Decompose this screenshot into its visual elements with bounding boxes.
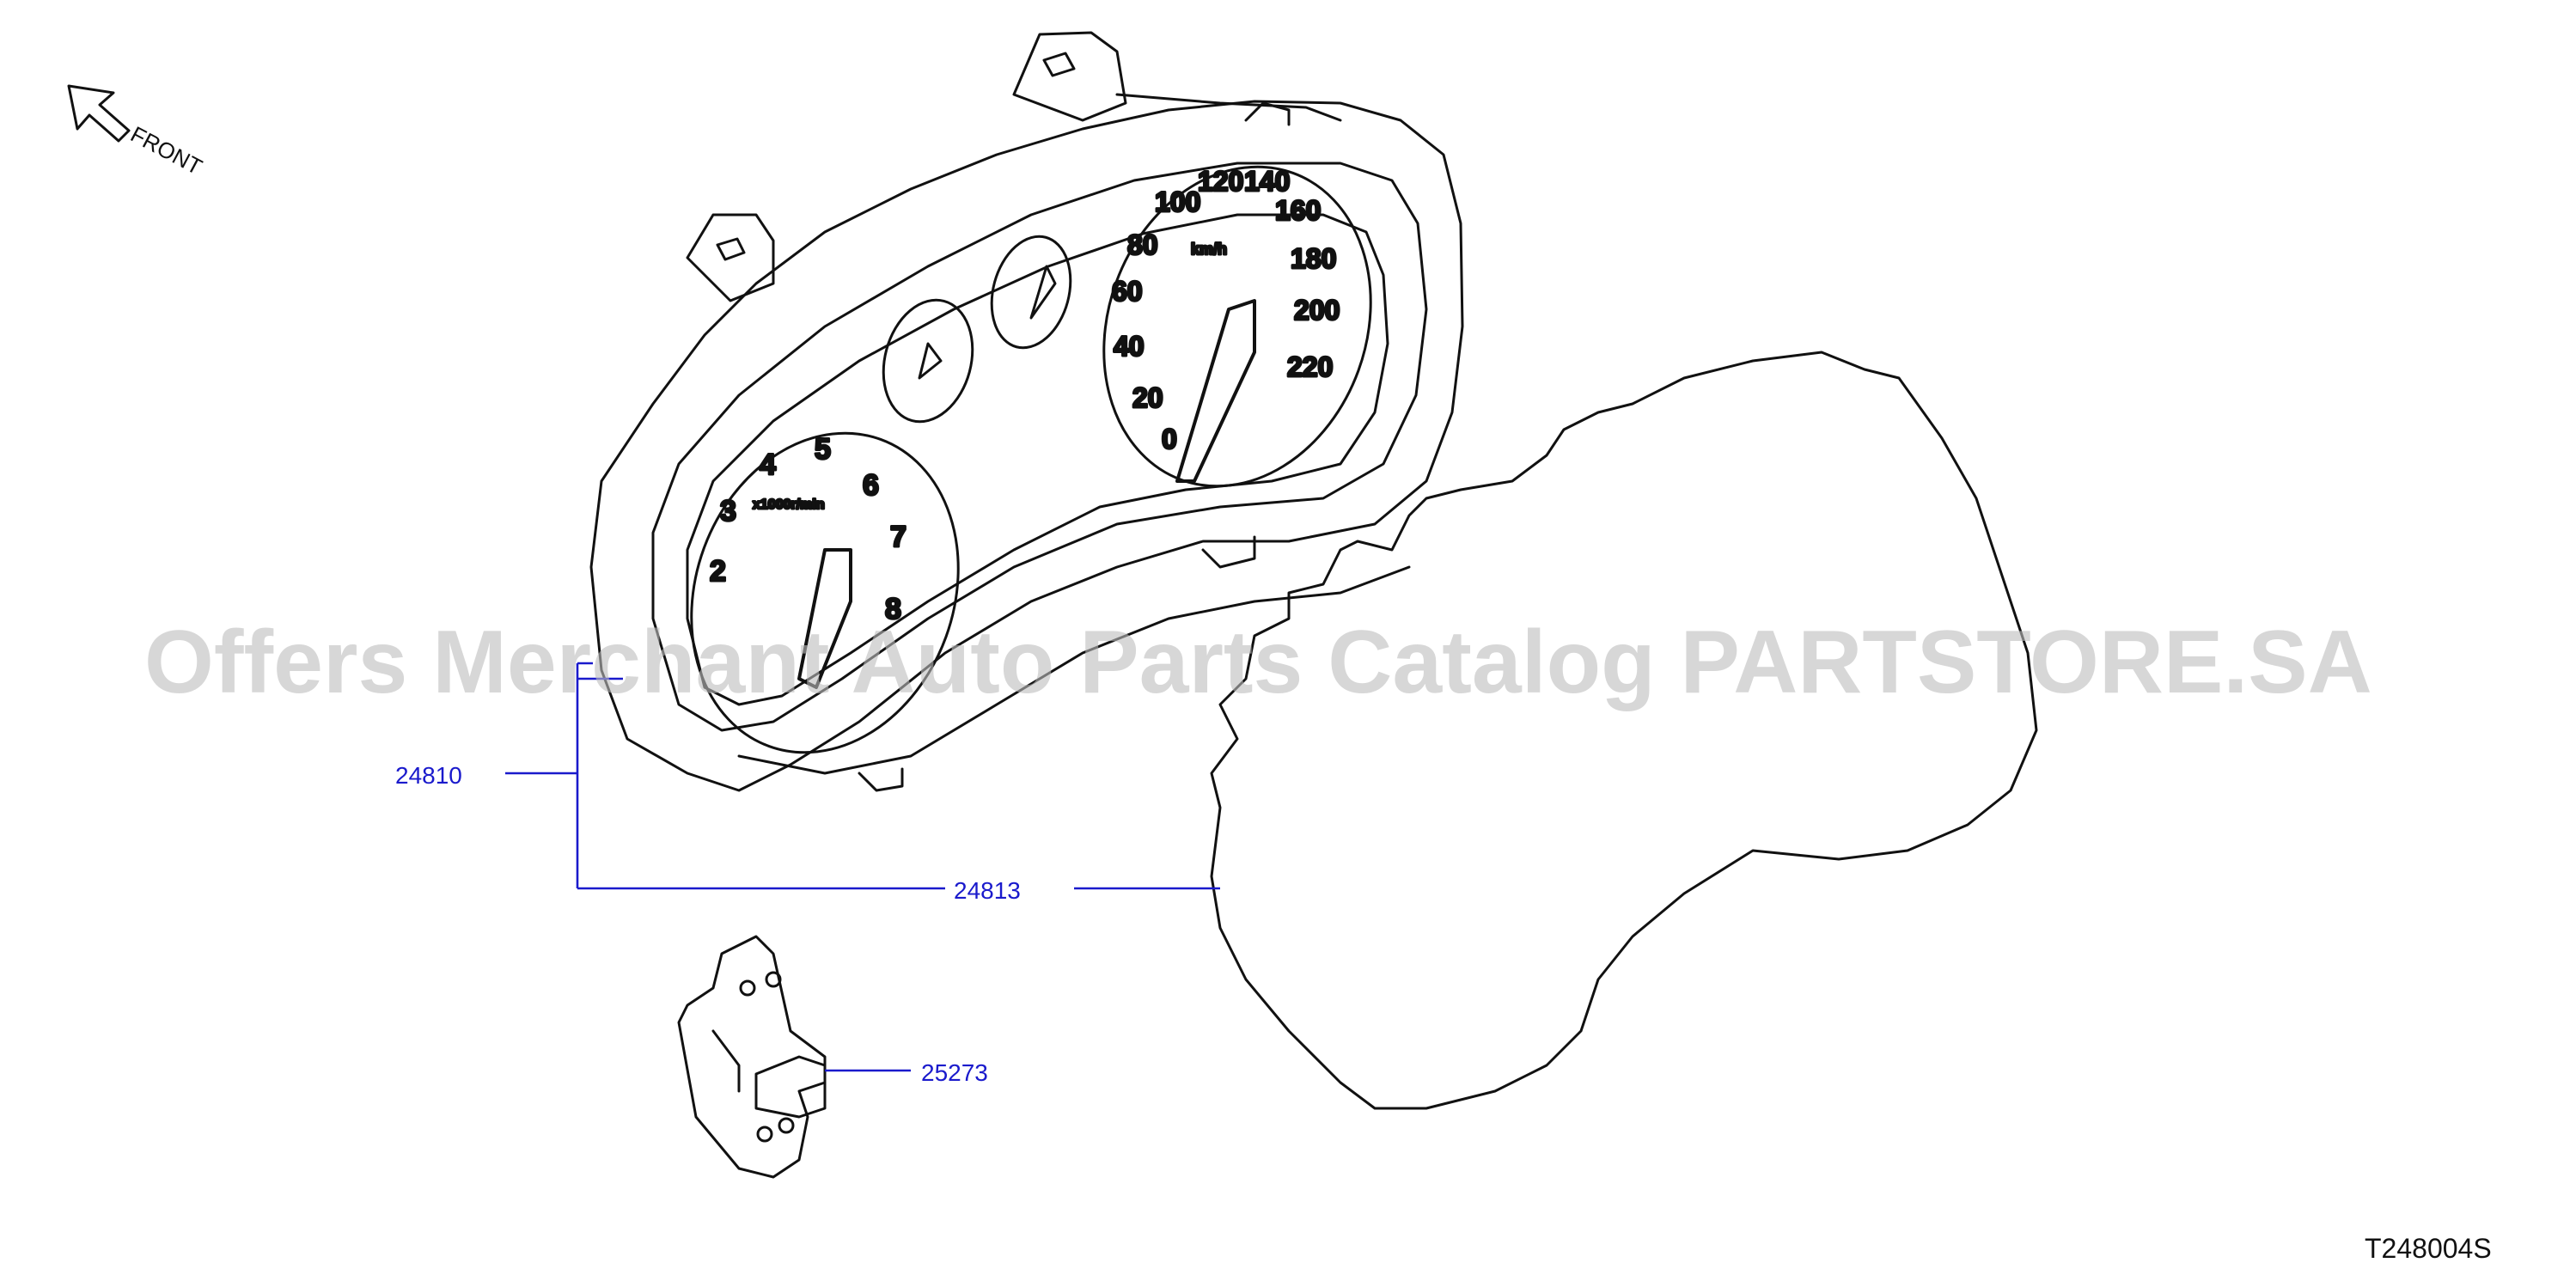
tach-label-6: 6	[863, 469, 879, 502]
speed-label-120: 120	[1198, 166, 1243, 197]
speed-label-40: 40	[1114, 331, 1145, 362]
front-orientation: FRONT	[67, 84, 206, 180]
speed-label-80: 80	[1127, 229, 1158, 260]
tach-label-5: 5	[815, 433, 831, 466]
speed-label-200: 200	[1294, 295, 1340, 326]
front-label: FRONT	[126, 121, 206, 180]
tach-label-7: 7	[890, 521, 906, 553]
speed-label-180: 180	[1291, 243, 1336, 274]
leader-lines	[505, 662, 1220, 1072]
speed-label-0: 0	[1162, 424, 1177, 454]
tach-label-3: 3	[720, 495, 736, 528]
leader-24810-bracket	[576, 662, 623, 888]
part-number-25273[interactable]: 25273	[921, 1059, 988, 1086]
part-number-24813[interactable]: 24813	[954, 877, 1021, 904]
part-number-24810[interactable]: 24810	[395, 762, 462, 789]
speed-label-160: 160	[1275, 195, 1321, 226]
diagram-code: T248004S	[2365, 1233, 2492, 1264]
watermark-text: Offers Merchant Auto Parts Catalog PARTS…	[144, 613, 2372, 712]
tachometer-labels: 2 3 4 5 6 7 8 x1000r/min	[709, 432, 908, 627]
speedometer-labels: 0 20 40 60 80 100 120 140 160 180 200 22…	[1111, 165, 1341, 456]
speed-unit: km/h	[1191, 241, 1227, 258]
callout-24813[interactable]: 24813	[950, 875, 1036, 906]
callout-24810[interactable]: 24810	[392, 760, 478, 790]
meter-cover-glass[interactable]	[1210, 351, 2038, 1110]
arrow-up-left-icon	[67, 84, 131, 143]
switch-bracket[interactable]	[677, 935, 827, 1179]
speed-label-140: 140	[1244, 166, 1290, 197]
tach-label-4: 4	[760, 448, 776, 481]
speed-label-220: 220	[1287, 351, 1333, 382]
speed-label-100: 100	[1155, 186, 1200, 217]
tach-label-8: 8	[885, 593, 901, 625]
callout-25273[interactable]: 25273	[918, 1057, 1004, 1088]
combination-meter-assembly[interactable]: 2 3 4 5 6 7 8 x1000r/min 0 20 40 60 80 1…	[589, 31, 1464, 792]
speed-label-60: 60	[1112, 276, 1143, 307]
tach-label-2: 2	[710, 555, 726, 588]
tach-unit: x1000r/min	[753, 497, 825, 512]
speed-label-20: 20	[1132, 382, 1163, 413]
